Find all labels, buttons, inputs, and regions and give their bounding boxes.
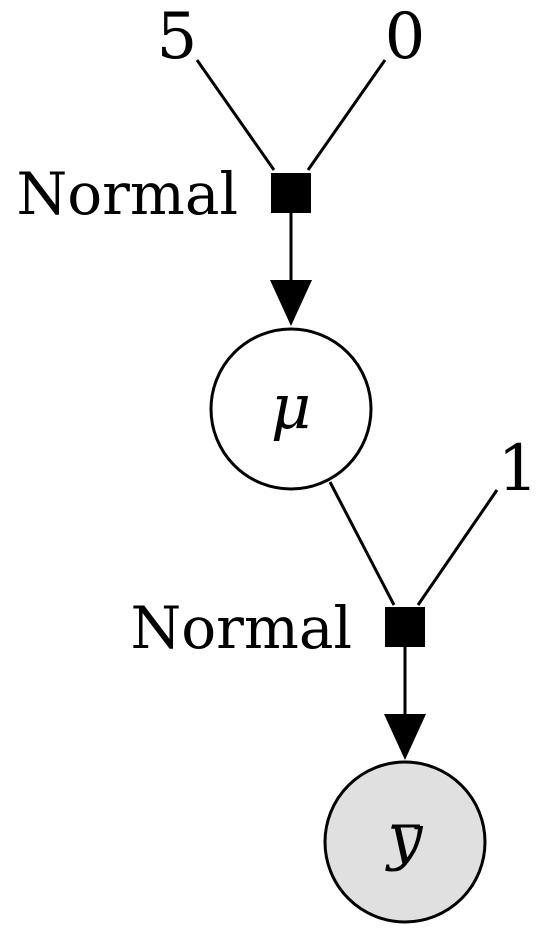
edge-prior-mean-to-factor [195,59,276,171]
likelihood-sd-constant: 1 [498,432,539,506]
arrowhead-to-mu [270,280,312,326]
mu-label: μ [271,370,311,443]
prior-factor-node [271,173,311,213]
edge-mu-to-likelihood-factor [328,481,396,606]
likelihood-factor-node [385,607,425,647]
edge-likelihood-sd-to-factor [416,489,499,606]
prior-sd-constant: 0 [385,0,426,74]
ybar-node [323,760,487,924]
prior-mean-constant: 5 [157,0,198,74]
arrowhead-to-ybar [384,714,426,760]
mu-node [209,327,373,491]
edge-prior-sd-to-factor [306,59,387,171]
likelihood-factor-label: Normal [130,594,352,662]
prior-factor-label: Normal [16,160,238,228]
ybar-label: y [384,800,423,873]
